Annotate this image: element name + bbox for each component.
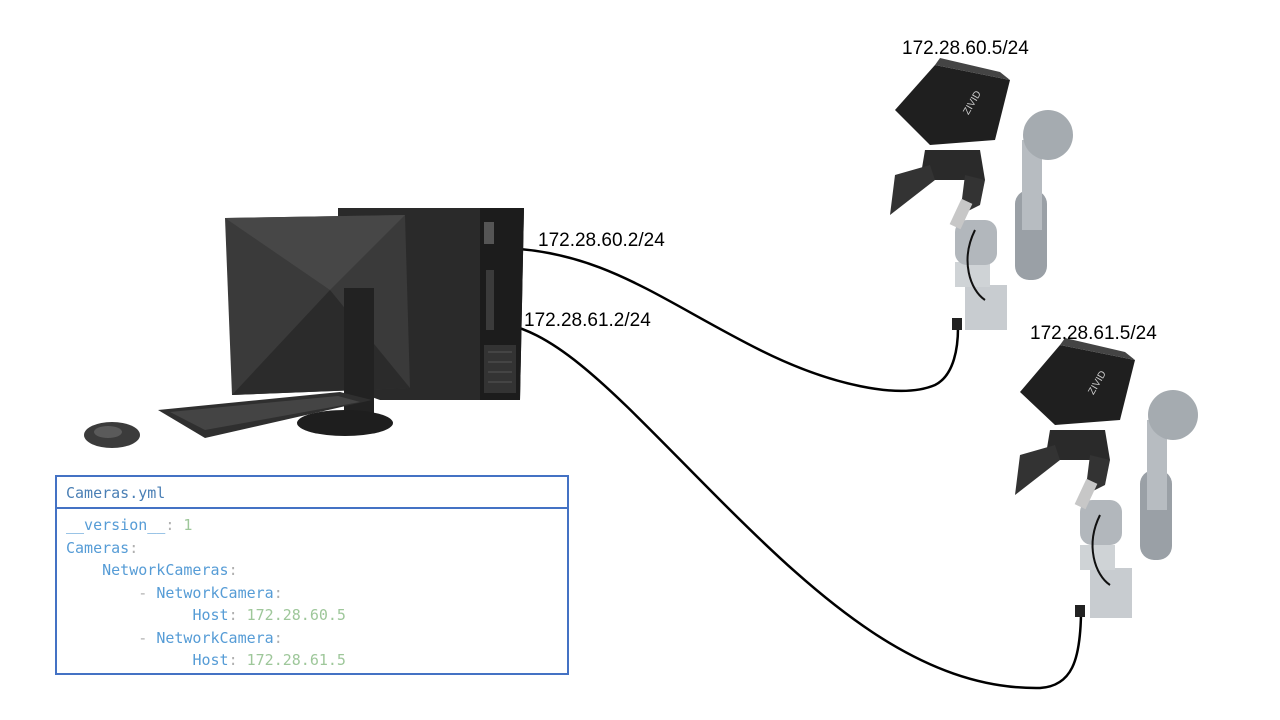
camera-1-ip-label: 172.28.60.5/24 (902, 38, 1029, 59)
yml-indent (66, 606, 192, 624)
yml-separator: : (165, 516, 184, 534)
yml-line: __version__: 1 (66, 514, 567, 537)
yml-separator: : (228, 606, 247, 624)
yml-separator: : (228, 651, 247, 669)
yml-value: 172.28.61.5 (246, 651, 346, 669)
yml-line: Cameras: (66, 537, 567, 560)
yml-key: Cameras (66, 538, 130, 557)
robot-arm-icon (1075, 390, 1198, 618)
yml-line: - NetworkCamera: (66, 627, 567, 650)
yml-key: Host (192, 606, 229, 624)
yml-key: NetworkCamera (156, 628, 274, 647)
yml-separator: : (273, 583, 283, 602)
yml-separator: : (129, 538, 139, 557)
cable-2 (494, 320, 1083, 690)
camera-2-ip-label: 172.28.61.5/24 (1030, 323, 1157, 344)
keyboard-icon (158, 392, 372, 438)
zivid-camera-icon: ZIVID (1015, 338, 1135, 510)
yml-value: 172.28.60.5 (246, 606, 346, 624)
pc-port-1-ip-label: 172.28.60.2/24 (538, 230, 665, 251)
yml-key: __version__ (66, 516, 166, 534)
yml-indent (66, 561, 102, 579)
yml-indent: - (66, 583, 157, 602)
yml-key: NetworkCamera (156, 583, 274, 602)
yml-line: NetworkCameras: (66, 559, 567, 582)
yml-line: - NetworkCamera: (66, 582, 567, 605)
robot-arm-icon (952, 110, 1073, 330)
yml-value: 1 (183, 516, 193, 534)
yml-separator: : (228, 561, 238, 579)
mouse-icon (84, 422, 140, 448)
pc-port-2-ip-label: 172.28.61.2/24 (524, 310, 651, 331)
zivid-camera-icon: ZIVID (890, 58, 1010, 230)
yml-key: Host (192, 651, 229, 669)
cable-1 (494, 246, 960, 392)
yml-indent: - (66, 628, 157, 647)
yml-filename: Cameras.yml (57, 477, 567, 509)
yml-line: Host: 172.28.61.5 (66, 649, 567, 672)
yml-line: Host: 172.28.60.5 (66, 604, 567, 627)
yml-separator: : (273, 628, 283, 647)
yml-key: NetworkCameras (102, 561, 229, 579)
yml-indent (66, 651, 192, 669)
